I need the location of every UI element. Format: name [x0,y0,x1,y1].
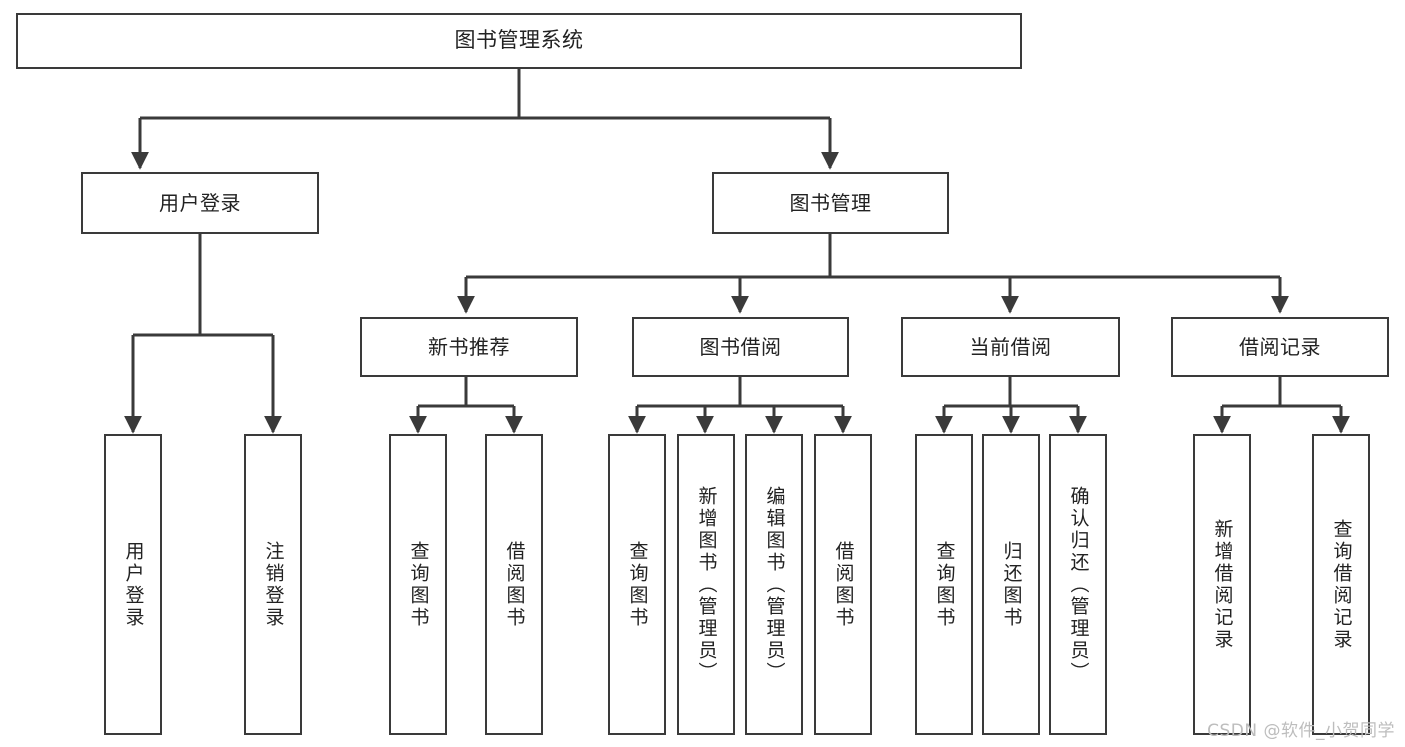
node-leaf-user-login[interactable]: 用户登录 [104,434,162,735]
node-borrow-record-label: 借阅记录 [1239,334,1321,359]
watermark: CSDN @软件_小贺同学 [1207,721,1395,741]
node-leaf-user-login-label: 用户登录 [122,540,145,629]
node-leaf-add-record-label: 新增借阅记录 [1211,518,1234,651]
node-leaf-borrow-book-2[interactable]: 借阅图书 [814,434,872,735]
node-book-manage-label: 图书管理 [789,190,872,215]
node-leaf-add-record[interactable]: 新增借阅记录 [1193,434,1251,735]
node-leaf-edit-book[interactable]: 编辑图书（管理员） [745,434,803,735]
node-leaf-borrow-book-2-label: 借阅图书 [832,540,855,629]
node-leaf-return-book-label: 归还图书 [1000,540,1023,629]
node-root[interactable]: 图书管理系统 [16,13,1022,69]
node-book-borrow[interactable]: 图书借阅 [632,317,849,377]
node-new-book-recommend-label: 新书推荐 [428,334,510,359]
node-new-book-recommend[interactable]: 新书推荐 [360,317,578,377]
node-leaf-add-book[interactable]: 新增图书（管理员） [677,434,735,735]
node-leaf-confirm-return-label: 确认归还（管理员） [1067,485,1090,684]
node-leaf-query-book-2[interactable]: 查询图书 [608,434,666,735]
node-leaf-query-book-1[interactable]: 查询图书 [389,434,447,735]
node-leaf-query-record-label: 查询借阅记录 [1330,518,1353,651]
node-leaf-return-book[interactable]: 归还图书 [982,434,1040,735]
node-leaf-query-record[interactable]: 查询借阅记录 [1312,434,1370,735]
node-leaf-user-logout-label: 注销登录 [262,540,285,629]
node-user-login-label: 用户登录 [159,190,241,215]
node-current-borrow[interactable]: 当前借阅 [901,317,1120,377]
node-book-borrow-label: 图书借阅 [699,334,782,359]
node-book-manage[interactable]: 图书管理 [712,172,949,234]
node-leaf-borrow-book-1-label: 借阅图书 [503,540,526,629]
node-current-borrow-label: 当前借阅 [969,334,1052,359]
node-leaf-user-logout[interactable]: 注销登录 [244,434,302,735]
node-leaf-query-book-3[interactable]: 查询图书 [915,434,973,735]
node-user-login[interactable]: 用户登录 [81,172,319,234]
node-leaf-add-book-label: 新增图书（管理员） [695,485,718,684]
node-leaf-borrow-book-1[interactable]: 借阅图书 [485,434,543,735]
node-root-label: 图书管理系统 [454,28,584,53]
node-leaf-confirm-return[interactable]: 确认归还（管理员） [1049,434,1107,735]
node-leaf-query-book-3-label: 查询图书 [933,540,956,629]
node-borrow-record[interactable]: 借阅记录 [1171,317,1389,377]
node-leaf-query-book-1-label: 查询图书 [407,540,430,629]
node-leaf-query-book-2-label: 查询图书 [626,540,649,629]
node-leaf-edit-book-label: 编辑图书（管理员） [763,485,786,684]
